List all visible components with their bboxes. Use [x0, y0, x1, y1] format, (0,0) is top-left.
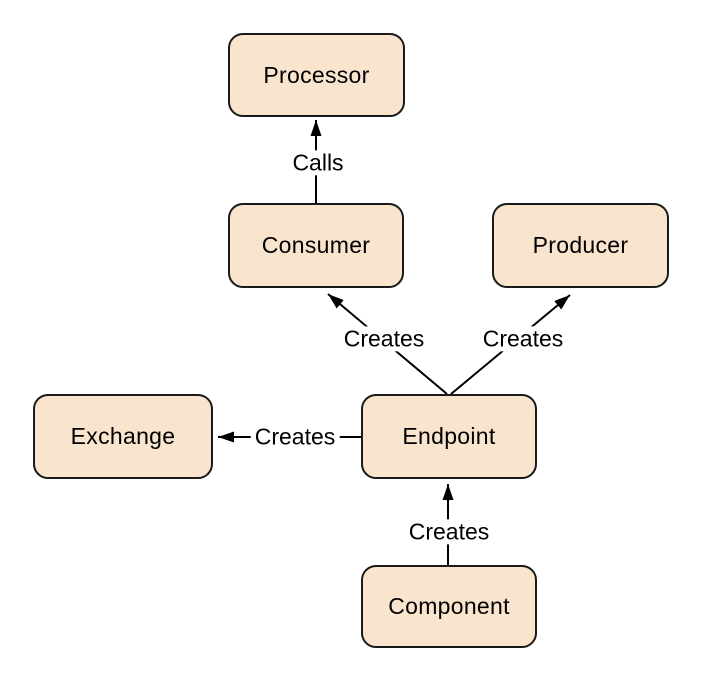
node-component-label: Component [388, 593, 510, 619]
node-consumer: Consumer [228, 203, 404, 288]
node-endpoint: Endpoint [361, 394, 537, 479]
node-endpoint-label: Endpoint [402, 423, 496, 449]
node-producer: Producer [492, 203, 669, 288]
node-processor: Processor [228, 33, 405, 117]
edge-label-calls: Calls [288, 150, 348, 176]
node-exchange-label: Exchange [70, 423, 176, 449]
node-producer-label: Producer [532, 232, 629, 258]
node-component: Component [361, 565, 537, 648]
node-exchange: Exchange [33, 394, 213, 479]
node-consumer-label: Consumer [261, 232, 371, 258]
edge-label-creates-endpoint: Creates [404, 519, 494, 545]
node-processor-label: Processor [263, 61, 370, 88]
edge-label-creates-producer: Creates [478, 326, 568, 352]
edge-label-creates-exchange: Creates [250, 424, 340, 450]
edge-label-creates-consumer: Creates [339, 326, 429, 352]
